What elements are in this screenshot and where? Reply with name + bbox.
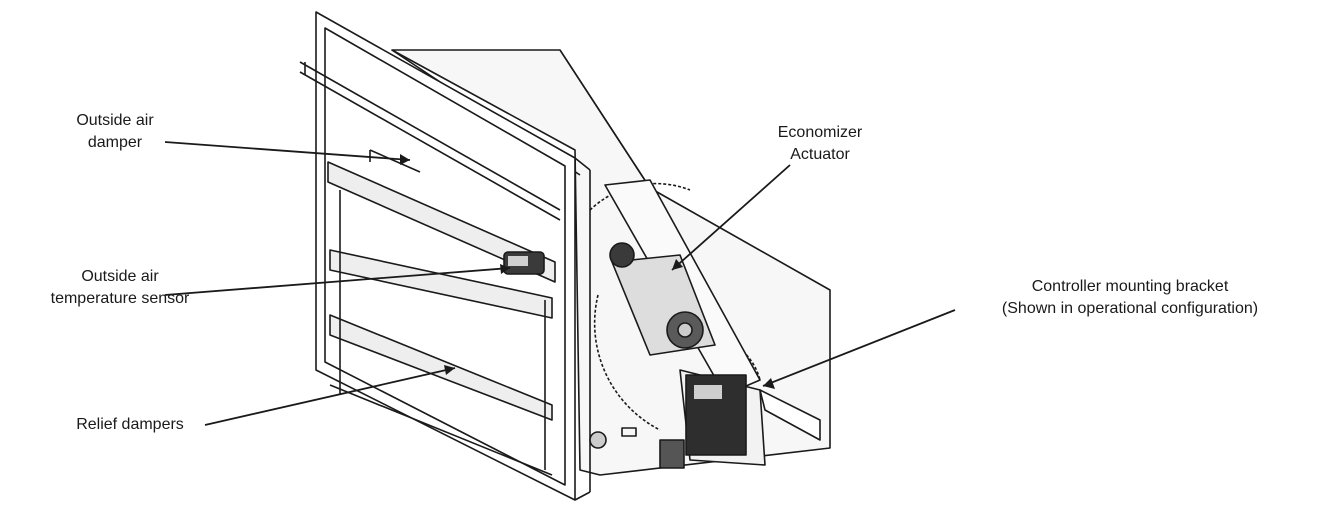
callout-temperature-sensor-line2: temperature sensor	[50, 290, 190, 307]
arrowhead-economizer-actuator	[672, 259, 683, 270]
temperature-sensor-part	[503, 251, 545, 275]
small-fittings	[589, 427, 685, 469]
callout-controller-bracket-line2: (Shown in operational configuration)	[1001, 300, 1259, 317]
arrowhead-controller-bracket	[763, 378, 775, 389]
leader-outside-air-damper	[164, 141, 411, 161]
controller-bracket-part	[679, 369, 821, 466]
leader-temperature-sensor	[164, 267, 511, 296]
actuator-body	[609, 242, 716, 356]
callout-temperature-sensor: Outside air temperature sensor	[35, 266, 205, 310]
callout-outside-air-damper-line2: damper	[87, 134, 143, 151]
arrowhead-relief-dampers	[444, 365, 455, 375]
leader-economizer-actuator	[671, 164, 791, 271]
front-frame	[299, 11, 591, 501]
callout-economizer-actuator-line2: Actuator	[790, 146, 850, 163]
callout-controller-bracket-line1: Controller mounting bracket	[1031, 278, 1229, 295]
callout-relief-dampers-line1: Relief dampers	[76, 416, 184, 433]
arrowhead-outside-air-damper	[400, 154, 410, 165]
callout-economizer-actuator: Economizer Actuator	[765, 122, 875, 166]
callout-relief-dampers: Relief dampers	[50, 414, 210, 436]
callout-outside-air-damper: Outside air damper	[55, 110, 175, 154]
outside-air-damper-blade	[327, 149, 556, 283]
callout-controller-bracket: Controller mounting bracket (Shown in op…	[955, 276, 1305, 320]
callout-outside-air-damper-line1: Outside air	[76, 112, 154, 129]
callout-economizer-actuator-line1: Economizer	[777, 124, 863, 141]
leader-relief-dampers	[204, 367, 456, 426]
arrowhead-temperature-sensor	[500, 264, 510, 274]
relief-damper-blades	[329, 190, 553, 476]
leader-controller-bracket	[762, 309, 956, 387]
callout-temperature-sensor-line1: Outside air	[81, 268, 159, 285]
